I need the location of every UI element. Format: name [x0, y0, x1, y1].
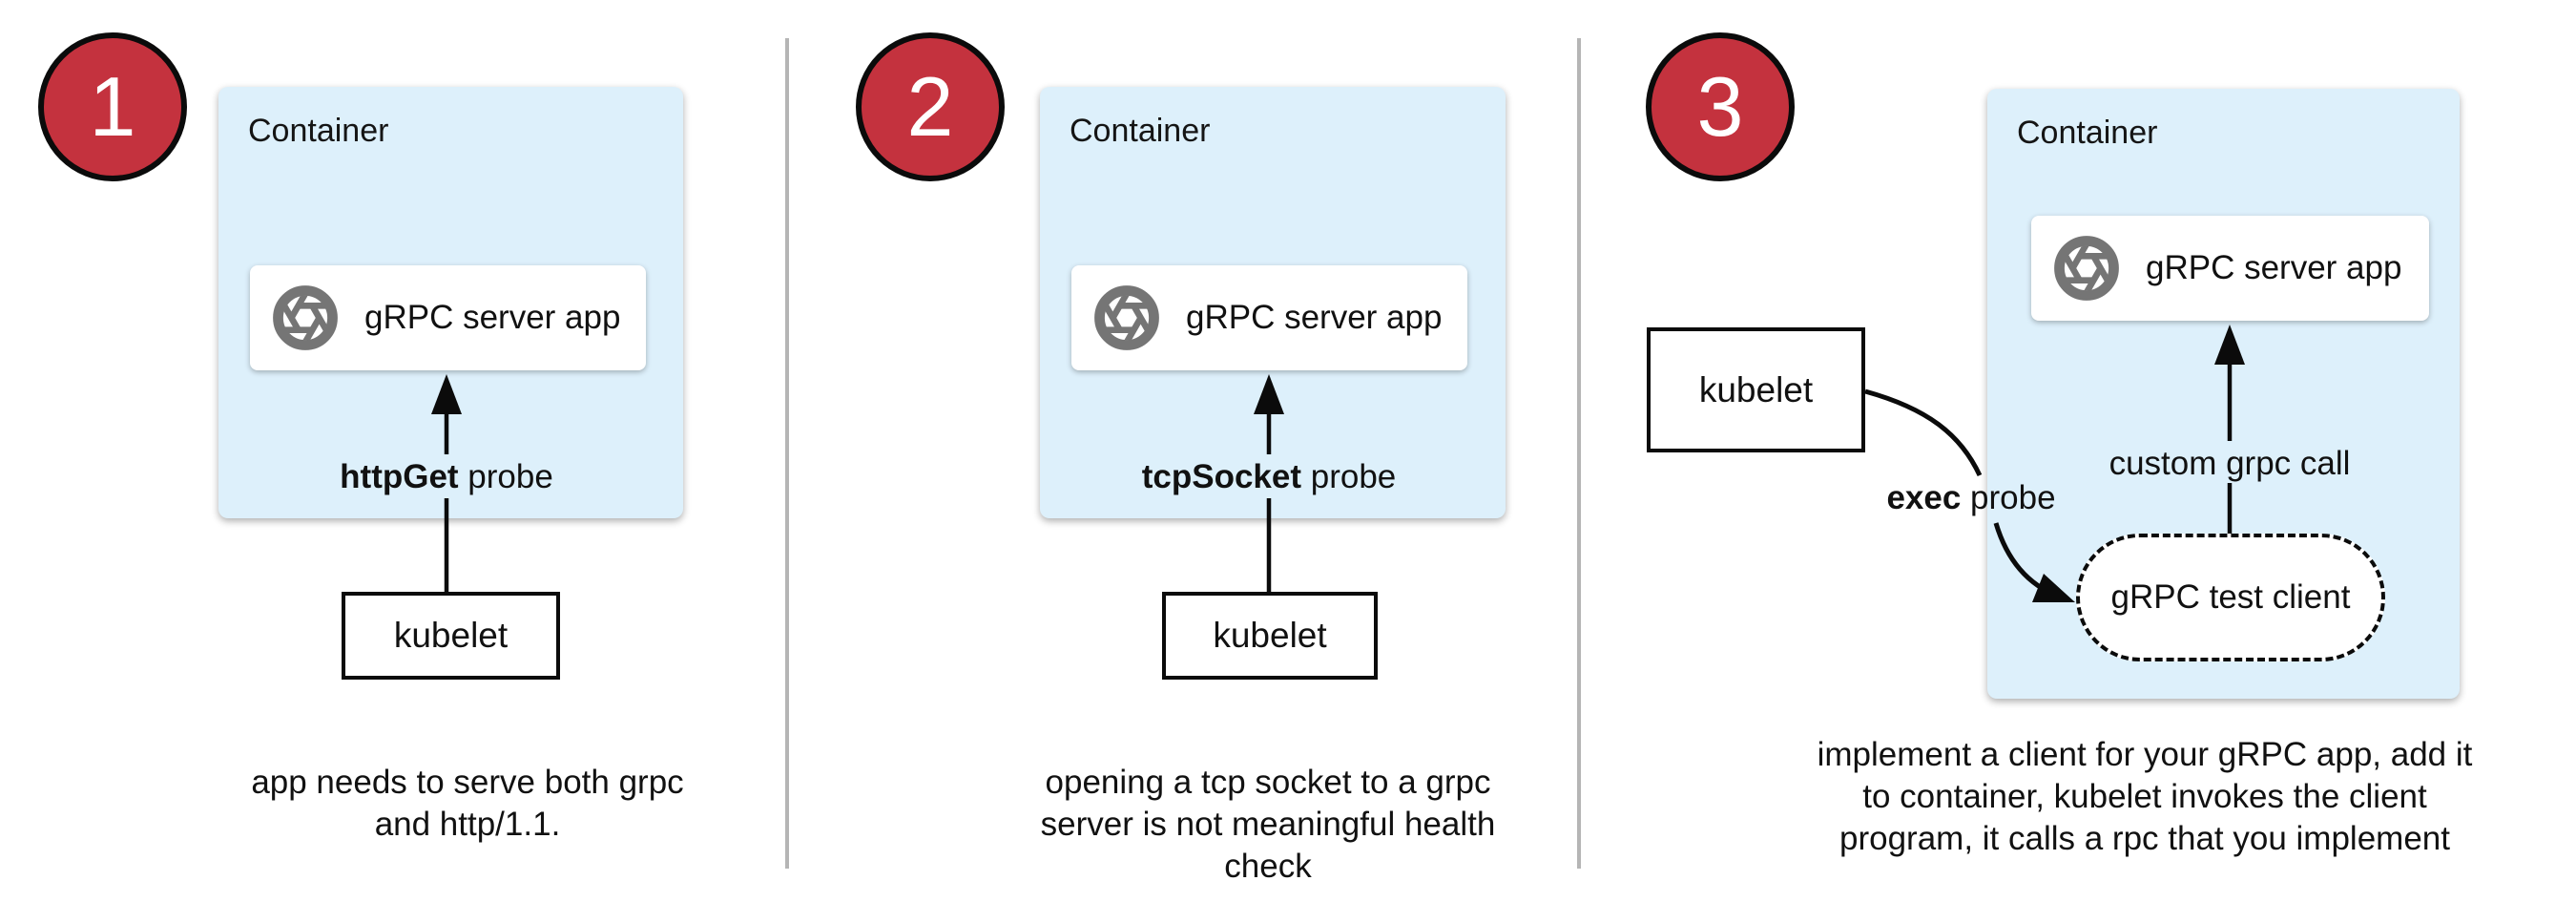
kubelet-box-1: kubelet — [342, 592, 560, 680]
container-label: Container — [1070, 113, 1211, 149]
probe-label-1: httpGet probe — [340, 458, 553, 495]
step-number: 1 — [89, 59, 136, 154]
aperture-icon — [273, 285, 338, 350]
grpc-server-app-label: gRPC server app — [364, 299, 621, 336]
grpc-server-app-label: gRPC server app — [2146, 249, 2402, 286]
step-badge-1: 1 — [38, 32, 187, 181]
probe-label-2: tcpSocket probe — [1141, 458, 1397, 495]
kubelet-label: kubelet — [1698, 369, 1814, 409]
step-number: 3 — [1696, 59, 1744, 154]
grpc-server-app-box-3: gRPC server app — [2031, 216, 2429, 321]
grpc-server-app-box-1: gRPC server app — [250, 265, 646, 370]
caption-2: opening a tcp socket to a grpc server is… — [1040, 764, 1496, 885]
grpc-test-client-label: gRPC test client — [2110, 578, 2351, 616]
grpc-test-client-box: gRPC test client — [2076, 534, 2385, 661]
exec-probe-label: exec probe — [1886, 479, 2056, 516]
caption-3: implement a client for your gRPC app, ad… — [1817, 736, 2473, 857]
kubelet-box-3: kubelet — [1647, 327, 1865, 452]
aperture-icon — [2054, 236, 2119, 301]
grpc-server-app-label: gRPC server app — [1186, 299, 1443, 336]
kubelet-label: kubelet — [1213, 616, 1327, 655]
kubelet-label: kubelet — [393, 616, 509, 655]
custom-grpc-call-label: custom grpc call — [2109, 445, 2351, 482]
container-label: Container — [248, 113, 389, 149]
panel-divider-2 — [1577, 38, 1581, 869]
step-badge-2: 2 — [856, 32, 1005, 181]
caption-1: app needs to serve both grpc and http/1.… — [251, 764, 684, 843]
kubelet-box-2: kubelet — [1162, 592, 1378, 680]
grpc-server-app-box-2: gRPC server app — [1071, 265, 1467, 370]
step-badge-3: 3 — [1646, 32, 1795, 181]
container-label: Container — [2017, 115, 2158, 151]
panel-divider-1 — [785, 38, 789, 869]
aperture-icon — [1094, 285, 1159, 350]
step-number: 2 — [906, 59, 954, 154]
